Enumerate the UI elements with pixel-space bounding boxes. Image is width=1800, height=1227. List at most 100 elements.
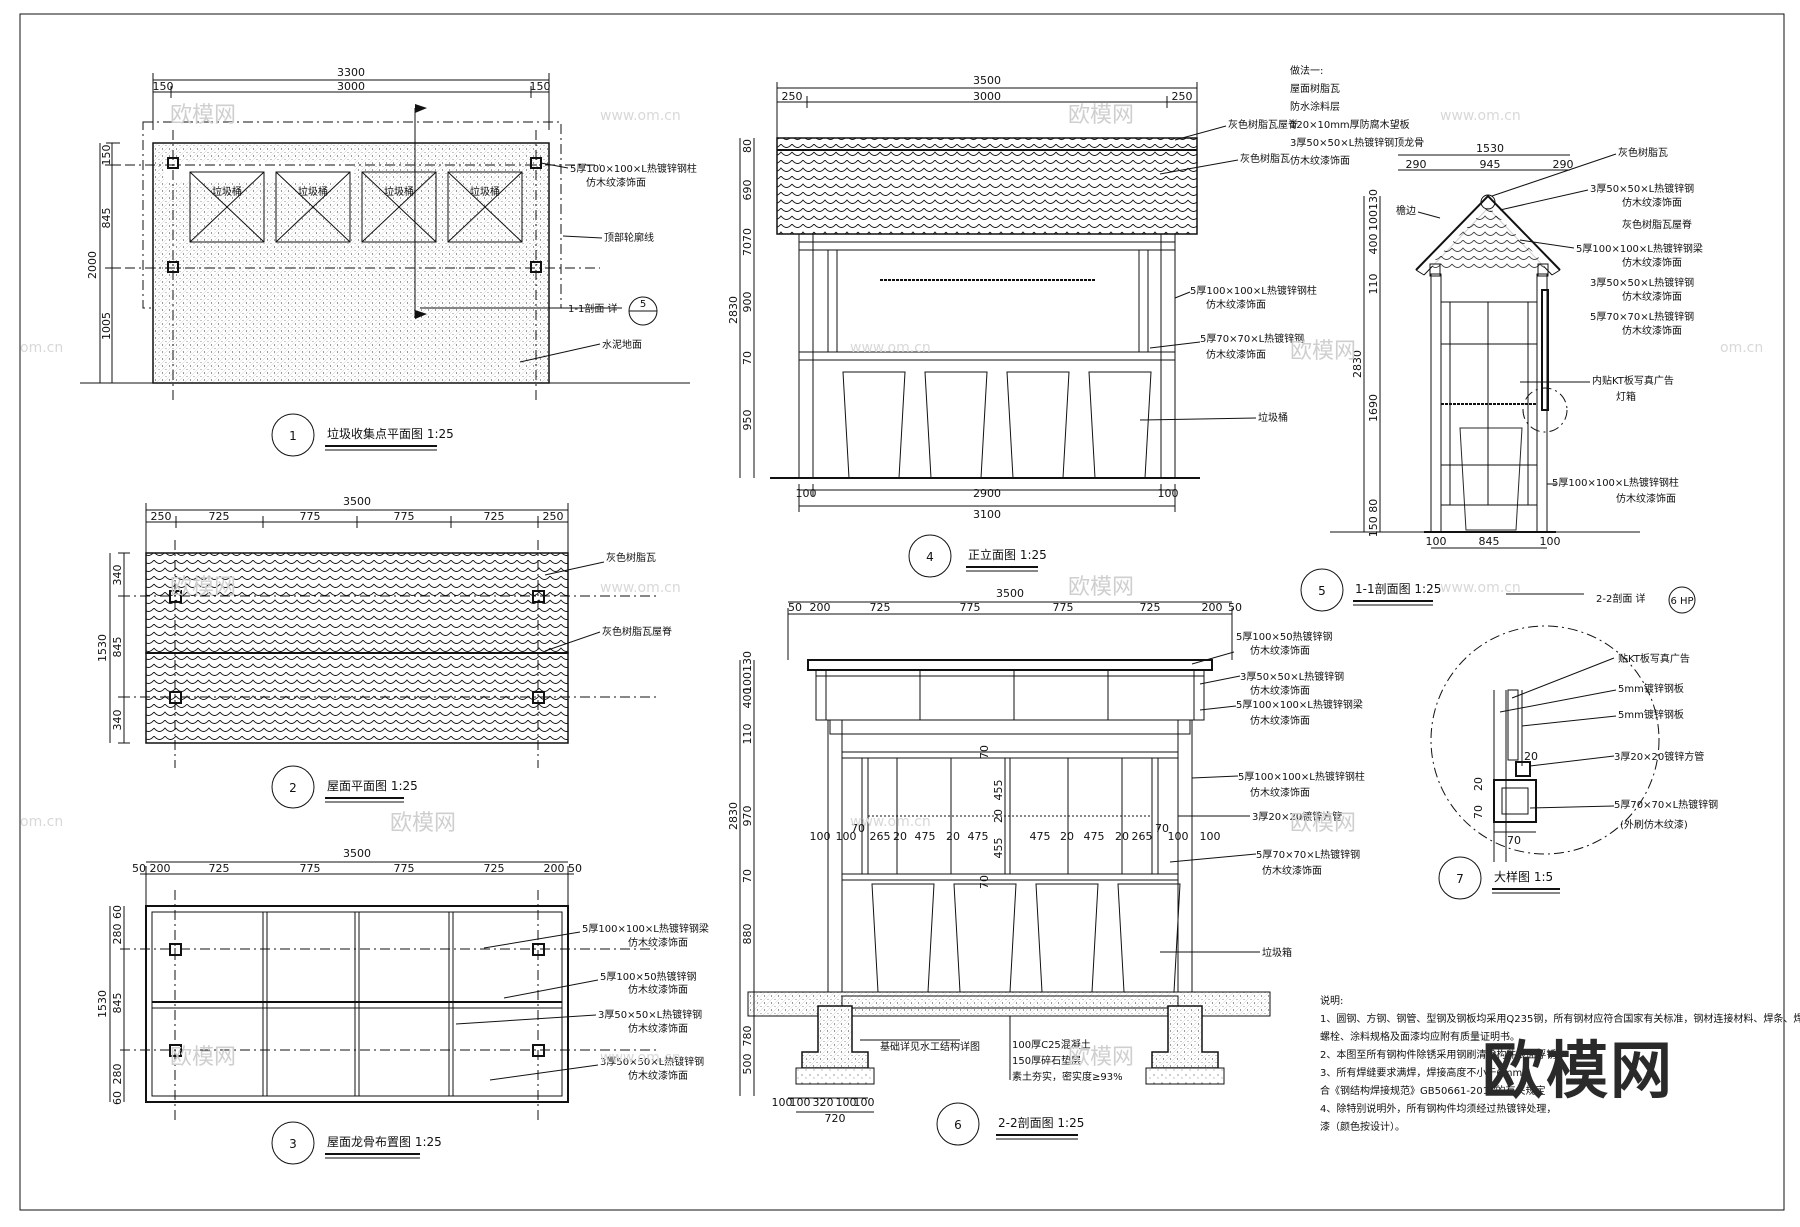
wm-url-2: www.om.cn xyxy=(1440,108,1521,124)
label-pipe-line: 顶部轮廓线 xyxy=(604,231,654,244)
note-3a: 3、所有焊缝要求满焊，焊接高度不小于6mm， xyxy=(1320,1066,1532,1079)
label-c25: 100厚C25混凝土 xyxy=(1012,1038,1091,1051)
label-wood-3c: 仿木纹漆饰面 xyxy=(628,1022,688,1035)
wm-url-4: www.om.cn xyxy=(850,340,931,356)
label-found-detail: 基础详见水工结构详图 xyxy=(880,1040,980,1053)
label-grey-ridge-5: 灰色树脂瓦屋脊 xyxy=(1622,218,1692,231)
view-num-circle-6 xyxy=(936,1102,980,1146)
dim-70-c: 70 xyxy=(978,745,991,759)
dim-70-b: 70 xyxy=(741,869,754,883)
roof-tiles-lower xyxy=(145,652,569,744)
dim-455-b: 455 xyxy=(992,838,1005,859)
label-section-1-1: 1-1剖面 详 xyxy=(568,302,618,315)
method-line-4: 3厚50×50×L热镀锌钢顶龙骨 xyxy=(1290,136,1424,149)
dim-100-e: 100 xyxy=(810,830,831,843)
label-purlin-50-3a: 3厚50×50×L热镀锌钢 xyxy=(598,1008,702,1021)
label-tube-20-7: 3厚20×20镀锌方管 xyxy=(1614,750,1704,763)
method-line-1: 屋面树脂瓦 xyxy=(1290,82,1340,95)
wm-url-7: www.om.cn xyxy=(1440,580,1521,596)
dim-150-left: 150 xyxy=(153,80,174,93)
title-view-4: 正立面图 1:25 xyxy=(968,547,1047,562)
label-beam-100-6: 5厚100×100×L热镀锌钢梁 xyxy=(1236,698,1363,711)
dim-100-h: 100 xyxy=(1200,830,1221,843)
bin-label-4: 垃圾桶 xyxy=(470,185,500,198)
label-post-100-5: 5厚100×100×L热镀锌钢柱 xyxy=(1552,476,1679,489)
label-post-100: 5厚100×100×L热镀锌钢柱 xyxy=(570,162,697,175)
dim-20-e: 20 xyxy=(1115,830,1129,843)
label-tube-20-6: 3厚20×20镀锌方管 xyxy=(1252,810,1342,823)
dim-60-a: 60 xyxy=(111,905,124,919)
wm-url-5: om.cn xyxy=(1720,340,1763,356)
dim-475-d: 475 xyxy=(1084,830,1105,843)
wm-brand-7: 欧模网 xyxy=(1290,811,1356,836)
dim-70-f: 70 xyxy=(1155,822,1169,835)
ref-6hp: 6 HP xyxy=(1670,596,1693,607)
dim-455-a: 455 xyxy=(992,780,1005,801)
dim-50-b: 50 xyxy=(568,862,582,875)
dim-1530-b: 1530 xyxy=(96,990,109,1018)
view-3-roof-framing: 3500 50 200 725 775 775 725 200 50 60 28… xyxy=(96,847,709,1165)
dim-200-b: 200 xyxy=(544,862,565,875)
label-section-2-2: 2-2剖面 详 xyxy=(1596,592,1646,605)
dim-845-c: 845 xyxy=(111,993,124,1014)
view-num-3: 3 xyxy=(289,1137,297,1151)
label-wood-6b: 仿木纹漆饰面 xyxy=(1250,684,1310,697)
dim-250-c: 250 xyxy=(782,90,803,103)
view-num-6: 6 xyxy=(954,1118,962,1132)
view-num-4: 4 xyxy=(926,550,934,564)
dim-20-a: 20 xyxy=(992,809,1005,823)
label-grey-ridge-4: 灰色树脂瓦屋脊 xyxy=(1228,118,1298,131)
watermarks: 欧模网 www.om.cn 欧模网 www.om.cn om.cn www.om… xyxy=(20,103,1763,1107)
note-4a: 4、除特别说明外，所有钢构件均须经过热镀锌处理， xyxy=(1320,1102,1556,1115)
label-wood-5b: 仿木纹漆饰面 xyxy=(1622,256,1682,269)
dim-110-a: 110 xyxy=(1367,274,1380,295)
label-gravel: 150厚碎石垫层 xyxy=(1012,1054,1081,1067)
view-6-section-2-2: 3500 50 200 725 775 775 725 200 50 xyxy=(727,587,1365,1146)
label-post-70-5: 5厚70×70×L热镀锌钢 xyxy=(1590,310,1694,323)
dim-3100: 3100 xyxy=(973,508,1001,521)
dim-265-a: 265 xyxy=(870,830,891,843)
dim-845-v: 845 xyxy=(100,208,113,229)
dim-100-b: 100 xyxy=(1158,487,1179,500)
view-num-5: 5 xyxy=(1318,584,1326,598)
dim-20-c: 20 xyxy=(946,830,960,843)
dim-845-d: 845 xyxy=(1479,535,1500,548)
dim-280-b: 280 xyxy=(111,1064,124,1085)
label-wood-4b: 仿木纹漆饰面 xyxy=(1206,348,1266,361)
dim-475-b: 475 xyxy=(968,830,989,843)
dim-775-f: 775 xyxy=(1053,601,1074,614)
label-wood-6e: 仿木纹漆饰面 xyxy=(1262,864,1322,877)
label-plate-5mm: 5mm镀锌钢板 xyxy=(1618,682,1684,695)
dim-200-c: 200 xyxy=(810,601,831,614)
bin-row: 垃圾桶 垃圾桶 垃圾桶 垃圾桶 xyxy=(189,171,523,243)
dim-100130: 100130 xyxy=(1367,189,1380,231)
wm-brand-3: 欧模网 xyxy=(1290,339,1356,364)
dim-400-b: 400 xyxy=(741,688,754,709)
dim-7070: 7070 xyxy=(741,228,754,256)
view-num-circle-7 xyxy=(1438,856,1482,900)
view-4-front-elevation: 3500 250 3000 250 100 2900 100 3100 80 xyxy=(727,74,1317,578)
label-purlin-100-50-6: 5厚100×50热镀锌钢 xyxy=(1236,630,1333,643)
dim-200-d: 200 xyxy=(1202,601,1223,614)
dim-20-d: 20 xyxy=(1060,830,1074,843)
dim-400-a: 400 xyxy=(1367,234,1380,255)
label-purlin-50-5b: 3厚50×50×L热镀锌钢 xyxy=(1590,276,1694,289)
ref-5: 5 xyxy=(640,299,646,310)
title-view-2: 屋面平面图 1:25 xyxy=(327,779,418,793)
dim-340-a: 340 xyxy=(111,565,124,586)
dim-290-a: 290 xyxy=(1406,158,1427,171)
dim-880: 880 xyxy=(741,924,754,945)
dim-2000-v: 2000 xyxy=(86,251,99,279)
dim-775-d: 775 xyxy=(394,862,415,875)
view-num-circle-4 xyxy=(908,534,952,578)
dim-100-i: 100 xyxy=(772,1096,793,1109)
dim-70-d: 70 xyxy=(978,875,991,889)
view-num-circle-3 xyxy=(271,1121,315,1165)
roof-outline-dashed xyxy=(142,121,562,309)
label-grey-tile-4: 灰色树脂瓦 xyxy=(1240,152,1290,165)
dim-3500-v3: 3500 xyxy=(343,847,371,860)
dim-945: 945 xyxy=(1480,158,1501,171)
dim-2900: 2900 xyxy=(973,487,1001,500)
roof-tiles-upper xyxy=(145,552,569,654)
dim-100-j: 100 xyxy=(790,1096,811,1109)
